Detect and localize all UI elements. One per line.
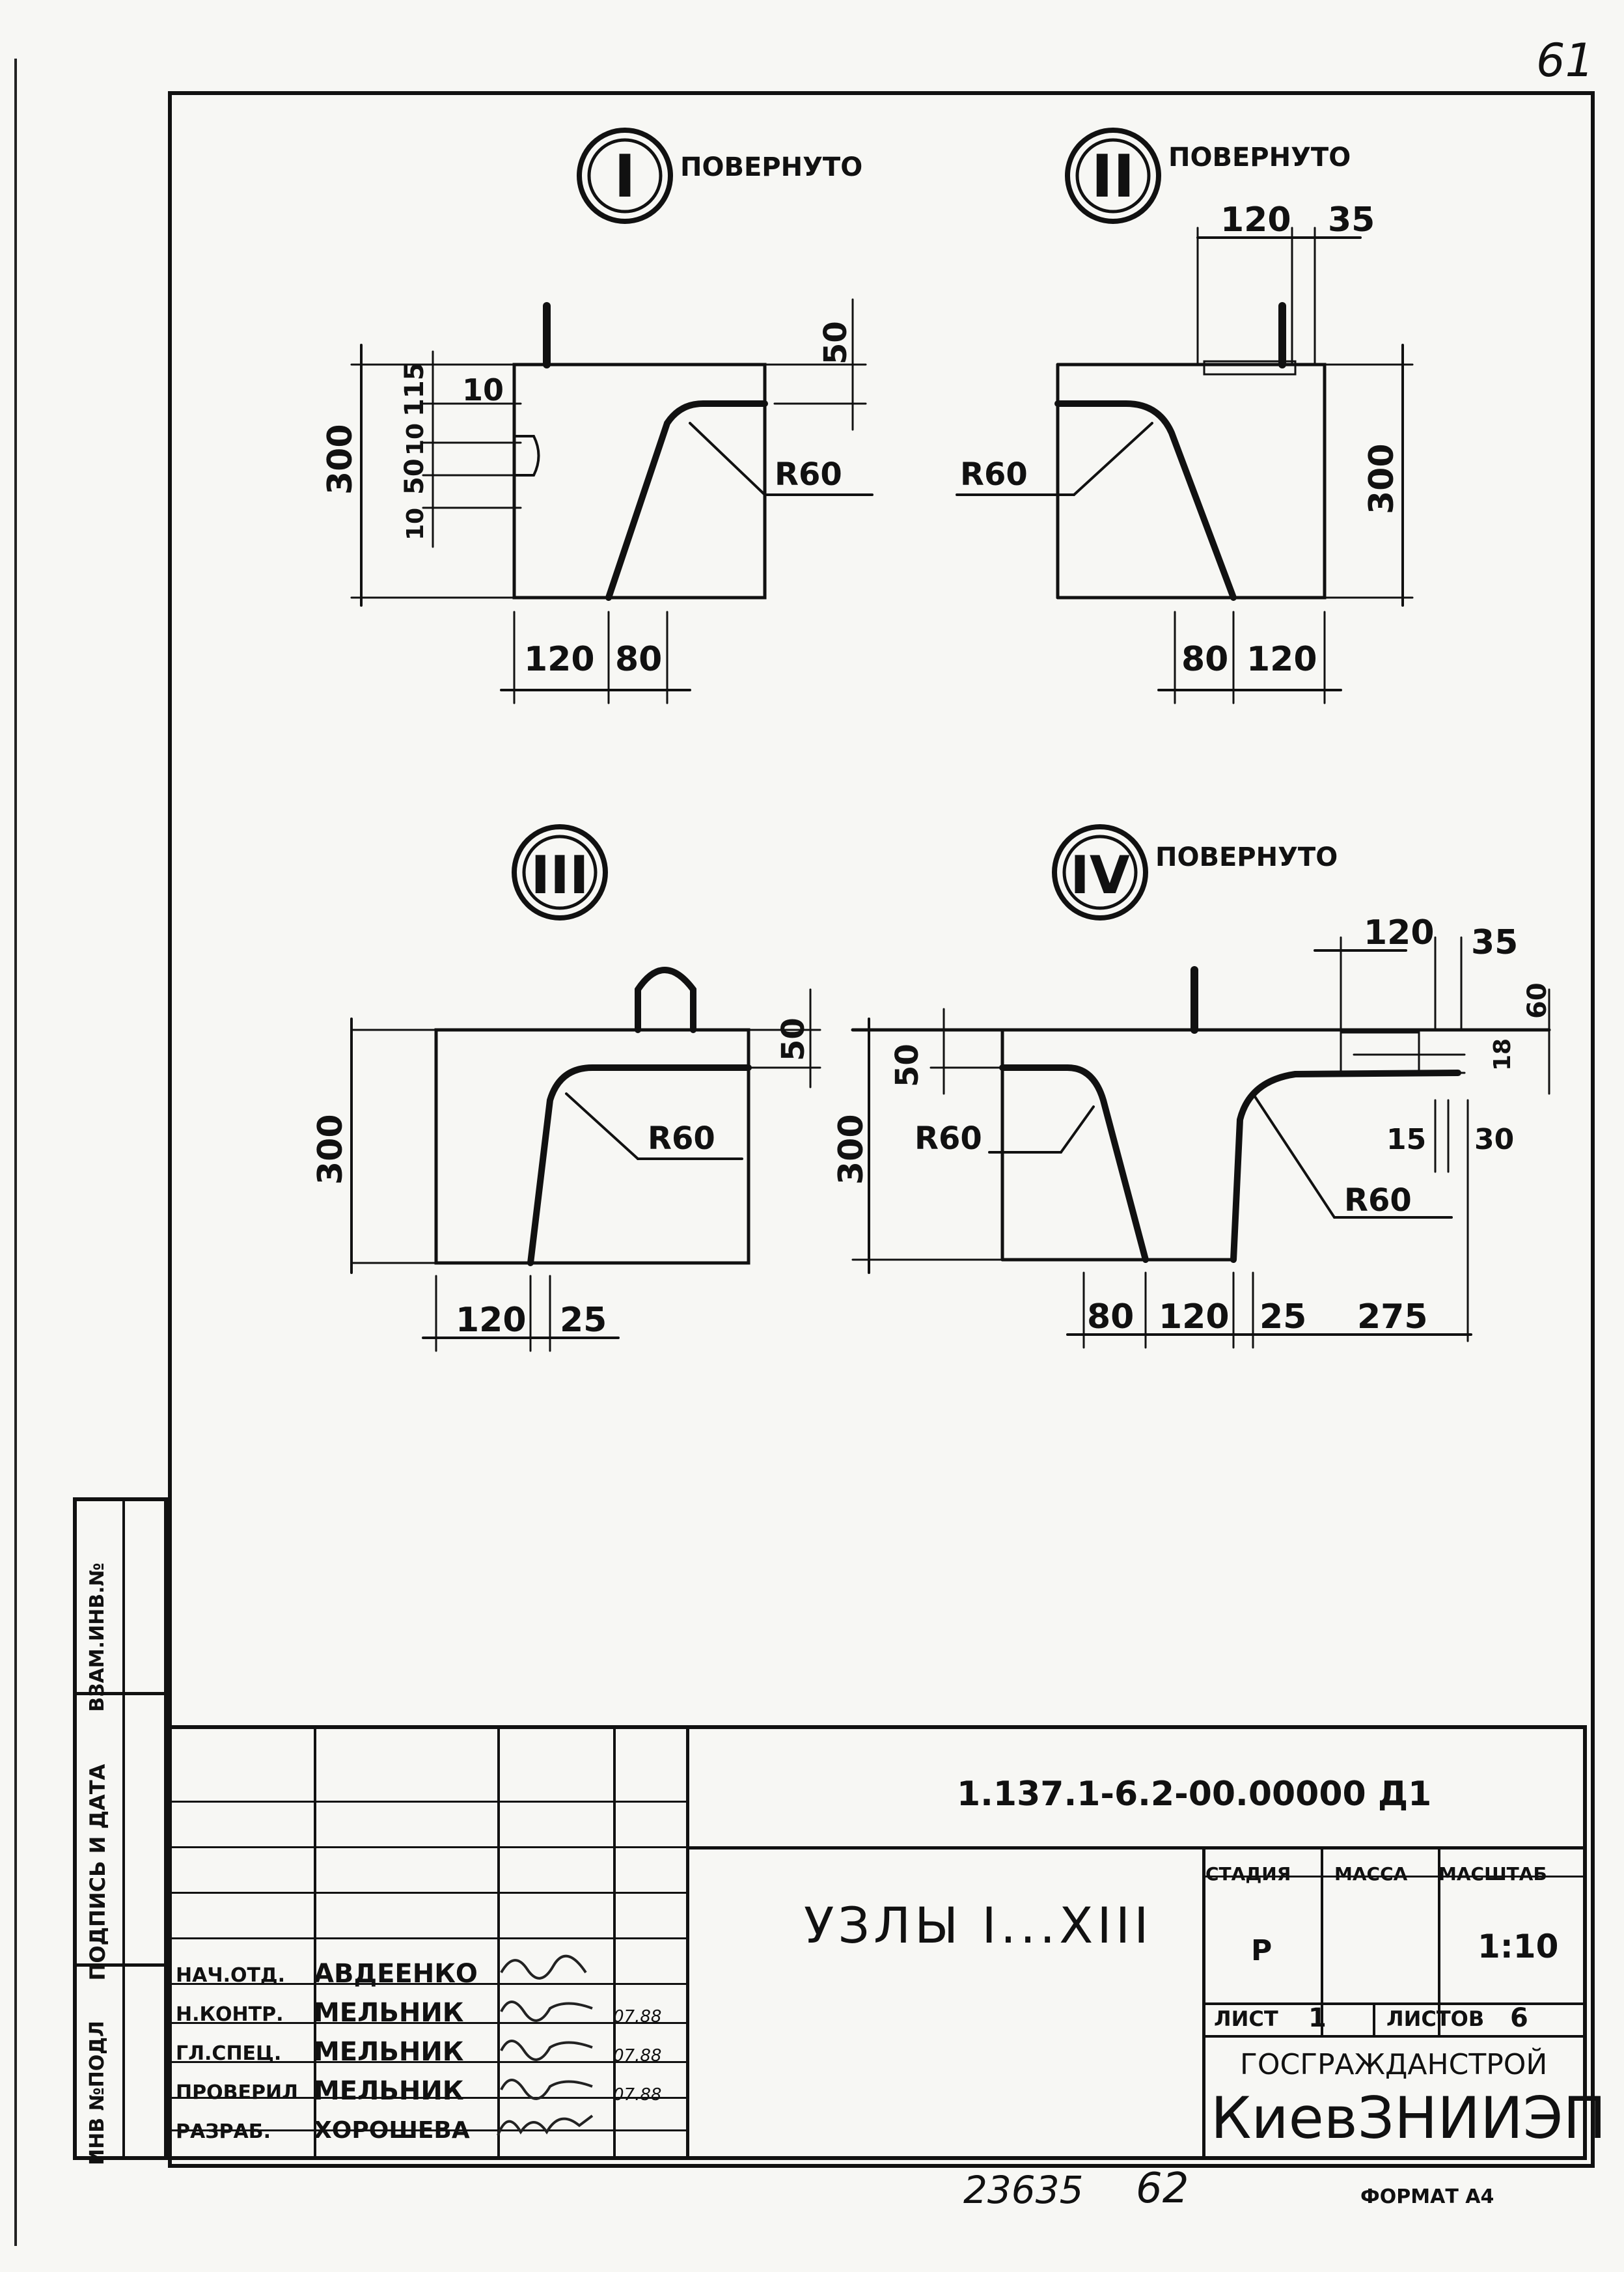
org-line-2: КиевЗНИИЭП — [1211, 2085, 1606, 2152]
d4-dim-50: 50 — [889, 1044, 926, 1087]
d4-dim-25: 25 — [1259, 1297, 1306, 1337]
d1-dim-10b: 10 — [402, 423, 429, 456]
detail-1-note: ПОВЕРНУТО — [680, 152, 862, 182]
person-date: 07.88 — [613, 2046, 662, 2066]
side-stamp — [73, 1497, 168, 2160]
d1-dim-50: 50 — [818, 321, 854, 365]
detail-1-mark: I — [614, 143, 636, 211]
detail-4-note: ПОВЕРНУТО — [1155, 842, 1338, 872]
mass-label: МАССА — [1334, 1863, 1408, 1885]
person-name: МЕЛЬНИК — [314, 2076, 464, 2106]
title-block — [168, 1725, 1587, 2160]
d3-dim-25: 25 — [560, 1301, 607, 1340]
archive-number: 23635 — [963, 2168, 1084, 2212]
d4-dim-120b: 120 — [1159, 1297, 1230, 1337]
d3-dim-300: 300 — [311, 1114, 350, 1185]
side-sign-date: ПОДПИСЬ И ДАТА — [85, 1764, 110, 1981]
sheet-number: 61 — [1536, 34, 1595, 87]
drawing-title: УЗЛЫ I...XIII — [804, 1896, 1153, 1954]
d4-dim-30: 30 — [1474, 1123, 1514, 1156]
d1-dim-115: 115 — [400, 363, 430, 417]
person-role: ГЛ.СПЕЦ. — [176, 2042, 282, 2065]
d4-dim-275: 275 — [1357, 1297, 1428, 1337]
person-role: РАЗРАБ. — [176, 2120, 271, 2143]
signature-4 — [500, 2079, 593, 2100]
person-name: ХОРОШЕВА — [314, 2117, 470, 2144]
drawing-frame — [168, 91, 1595, 2168]
d3-dim-50: 50 — [775, 1018, 812, 1061]
d4-radius-b: R60 — [1344, 1182, 1412, 1219]
detail-2 — [956, 128, 1414, 704]
doc-code: 1.137.1-6.2-00.00000 Д1 — [957, 1775, 1432, 1814]
person-role: ПРОВЕРИЛ — [176, 2081, 298, 2104]
detail-3-mark: III — [530, 845, 588, 906]
d4-dim-15: 15 — [1386, 1123, 1426, 1156]
format-label: ФОРМАТ А4 — [1360, 2185, 1494, 2208]
person-role: Н.КОНТР. — [176, 2003, 284, 2026]
d4-dim-60: 60 — [1522, 982, 1552, 1019]
person-role: НАЧ.ОТД. — [176, 1964, 286, 1987]
d1-dim-50b: 50 — [400, 458, 430, 495]
signature-5 — [497, 2114, 594, 2136]
d2-dim-120: 120 — [1220, 201, 1291, 240]
detail-2-mark: II — [1092, 143, 1135, 211]
detail-2-note: ПОВЕРНУТО — [1168, 143, 1351, 173]
d1-dim-10a: 10 — [462, 372, 504, 408]
d1-radius: R60 — [775, 456, 842, 493]
detail-3 — [350, 824, 821, 1352]
d2-dim-120b: 120 — [1246, 640, 1317, 679]
page-number: 62 — [1136, 2165, 1189, 2213]
org-line-1: ГОСГРАЖДАНСТРОЙ — [1240, 2048, 1548, 2081]
d4-dim-35: 35 — [1471, 923, 1518, 962]
d2-radius: R60 — [960, 456, 1028, 493]
side-inv-orig: ИНВ №ПОДЛ — [86, 2021, 109, 2165]
d2-dim-80: 80 — [1181, 640, 1228, 679]
d3-dim-120: 120 — [456, 1301, 527, 1340]
d1-dim-120: 120 — [524, 640, 595, 679]
signature-3 — [500, 2040, 593, 2061]
signature-1 — [500, 1954, 587, 1980]
detail-4-mark: IV — [1070, 845, 1130, 906]
detail-1 — [350, 128, 874, 704]
detail-4 — [851, 824, 1551, 1349]
sheets-label: ЛИСТОВ — [1386, 2006, 1485, 2031]
d4-dim-300: 300 — [832, 1114, 871, 1185]
person-date: 07.88 — [613, 2007, 662, 2027]
sheet-label: ЛИСТ — [1214, 2006, 1278, 2031]
person-name: МЕЛЬНИК — [314, 1998, 464, 2028]
person-date: 07.88 — [613, 2085, 662, 2105]
d4-radius-a: R60 — [915, 1120, 982, 1157]
d2-dim-300: 300 — [1362, 443, 1401, 514]
scale-value: 1:10 — [1478, 1928, 1559, 1965]
signatures — [497, 1954, 594, 2136]
person-name: АВДЕЕНКО — [314, 1959, 478, 1989]
d4-dim-18: 18 — [1489, 1038, 1516, 1071]
d4-dim-80: 80 — [1087, 1297, 1134, 1337]
sheets-value: 6 — [1510, 2003, 1528, 2033]
scale-label: МАСШТАБ — [1438, 1863, 1547, 1885]
d3-radius: R60 — [648, 1120, 715, 1157]
side-vzam-inv: ВЗАМ.ИНВ.№ — [86, 1562, 109, 1712]
signature-2 — [500, 2001, 593, 2022]
person-name: МЕЛЬНИК — [314, 2037, 464, 2067]
binding-line — [14, 59, 17, 2246]
stage-value: Р — [1251, 1934, 1273, 1967]
stage-label: СТАДИЯ — [1205, 1863, 1291, 1885]
d1-dim-300: 300 — [321, 424, 360, 495]
d1-dim-80: 80 — [615, 640, 662, 679]
sheet-value: 1 — [1308, 2003, 1327, 2033]
d1-dim-10c: 10 — [402, 508, 429, 540]
d4-dim-120: 120 — [1364, 913, 1435, 952]
d2-dim-35: 35 — [1328, 201, 1375, 240]
